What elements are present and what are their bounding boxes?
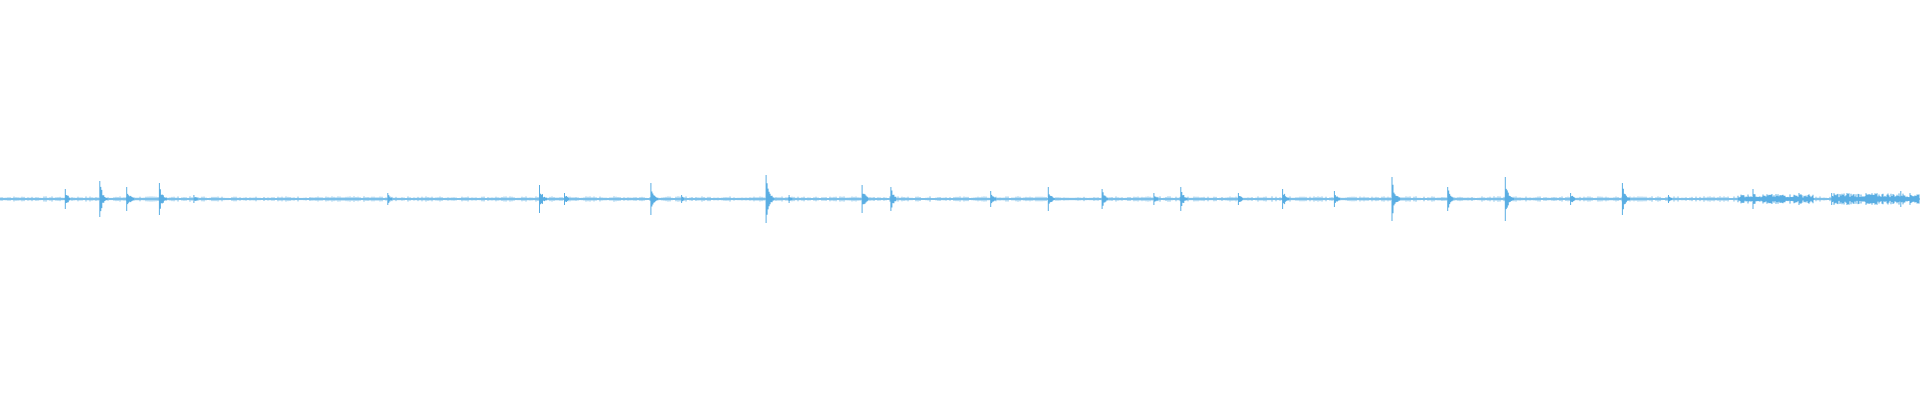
waveform-transient-17 [1153, 193, 1159, 205]
waveform-transient-21 [1333, 191, 1340, 207]
waveform-transient-16 [1101, 189, 1108, 209]
waveform-transient-7 [564, 193, 569, 205]
waveform-transient-12 [861, 185, 869, 213]
waveform-transient-2 [126, 187, 135, 211]
waveform-transient-10 [765, 175, 775, 223]
waveform-transient-1 [99, 181, 108, 217]
waveform-transient-8 [650, 183, 659, 215]
waveform-transient-9 [681, 195, 685, 203]
waveform-transient-0 [64, 189, 70, 209]
waveform-transient-3 [158, 183, 167, 215]
waveform-transient-6 [539, 185, 547, 213]
waveform-transient-13 [890, 187, 897, 211]
waveform-transient-4 [193, 195, 198, 203]
waveform-noise [0, 196, 1919, 202]
waveform-transient-27 [1668, 195, 1672, 203]
waveform-transient-20 [1282, 189, 1290, 209]
waveform-transient-29 [1798, 193, 1805, 205]
waveform-transient-24 [1504, 177, 1514, 221]
waveform-transient-28 [1752, 189, 1759, 209]
waveform-transient-22 [1391, 177, 1401, 221]
waveform-transient-23 [1447, 187, 1454, 211]
waveform-transient-15 [1047, 187, 1055, 211]
waveform-transient-30 [1831, 193, 1836, 205]
waveform-transient-31 [1846, 193, 1852, 205]
waveform-transient-26 [1621, 183, 1630, 215]
waveform-transient-19 [1237, 193, 1243, 205]
waveform-transient-18 [1180, 187, 1188, 211]
waveform-transient-32 [1900, 191, 1907, 207]
waveform-transient-14 [990, 191, 997, 207]
waveform-transient-11 [788, 195, 793, 203]
waveform-transient-5 [387, 193, 393, 205]
waveform-transient-25 [1570, 193, 1576, 205]
waveform-marks [0, 175, 1920, 223]
